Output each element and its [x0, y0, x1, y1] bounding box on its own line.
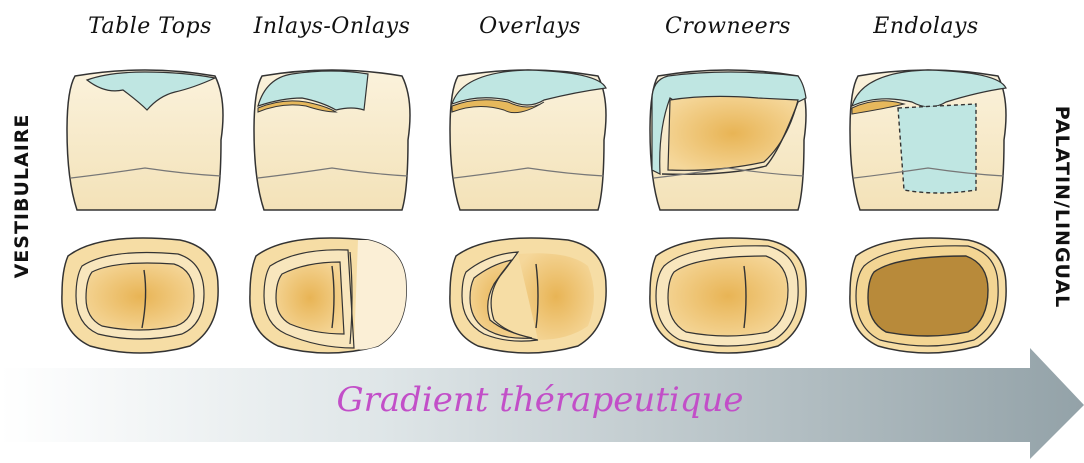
- tooth-side-table-tops: [67, 70, 223, 210]
- tooth-side-inlays-onlays: [254, 70, 410, 210]
- palatin-lingual-label: PALATIN/LINGUAL: [1051, 97, 1073, 317]
- column-title-endolays: Endolays: [826, 14, 1026, 39]
- tooth-side-endolays: [850, 70, 1006, 210]
- tooth-top-endolays: [850, 238, 1006, 353]
- column-title-crowneers: Crowneers: [628, 14, 828, 39]
- arrow-label: Gradient thérapeutique: [300, 380, 780, 420]
- tooth-top-inlays-onlays: [250, 238, 406, 353]
- vestibulaire-label: VESTIBULAIRE: [11, 96, 33, 296]
- column-title-overlays: Overlays: [430, 14, 630, 39]
- tooth-side-overlays: [450, 70, 606, 210]
- tooth-top-crowneers: [650, 238, 806, 353]
- tooth-side-crowneers: [650, 70, 806, 210]
- column-title-inlays-onlays: Inlays-Onlays: [232, 14, 432, 39]
- tooth-top-table-tops: [62, 238, 218, 353]
- column-title-table-tops: Table Tops: [50, 14, 250, 39]
- tooth-top-overlays: [450, 238, 606, 353]
